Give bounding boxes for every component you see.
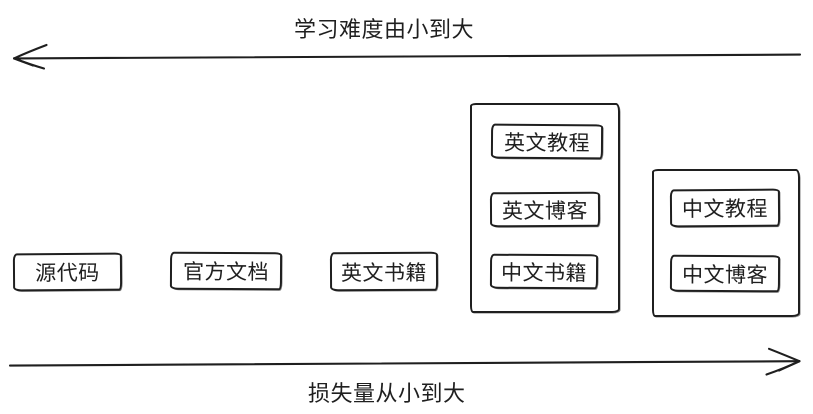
left-arrow-icon bbox=[12, 43, 802, 70]
node-english-tutorials: 英文教程 bbox=[490, 123, 604, 160]
group-chinese-resources: 中文教程 中文博客 bbox=[652, 169, 800, 317]
top-axis-label: 学习难度由小到大 bbox=[294, 17, 475, 42]
node-chinese-books: 中文书籍 bbox=[489, 253, 599, 290]
node-chinese-tutorials: 中文教程 bbox=[669, 188, 781, 228]
node-english-books: 英文书籍 bbox=[329, 251, 439, 292]
group-english-resources: 英文教程 英文博客 中文书籍 bbox=[470, 103, 620, 313]
bottom-axis-label: 损失量从小到大 bbox=[308, 381, 466, 406]
node-chinese-blogs: 中文博客 bbox=[669, 254, 781, 293]
node-source-code: 源代码 bbox=[12, 252, 123, 292]
node-english-blogs: 英文博客 bbox=[489, 191, 601, 228]
node-official-docs: 官方文档 bbox=[169, 251, 283, 291]
right-arrow-icon bbox=[8, 347, 801, 376]
